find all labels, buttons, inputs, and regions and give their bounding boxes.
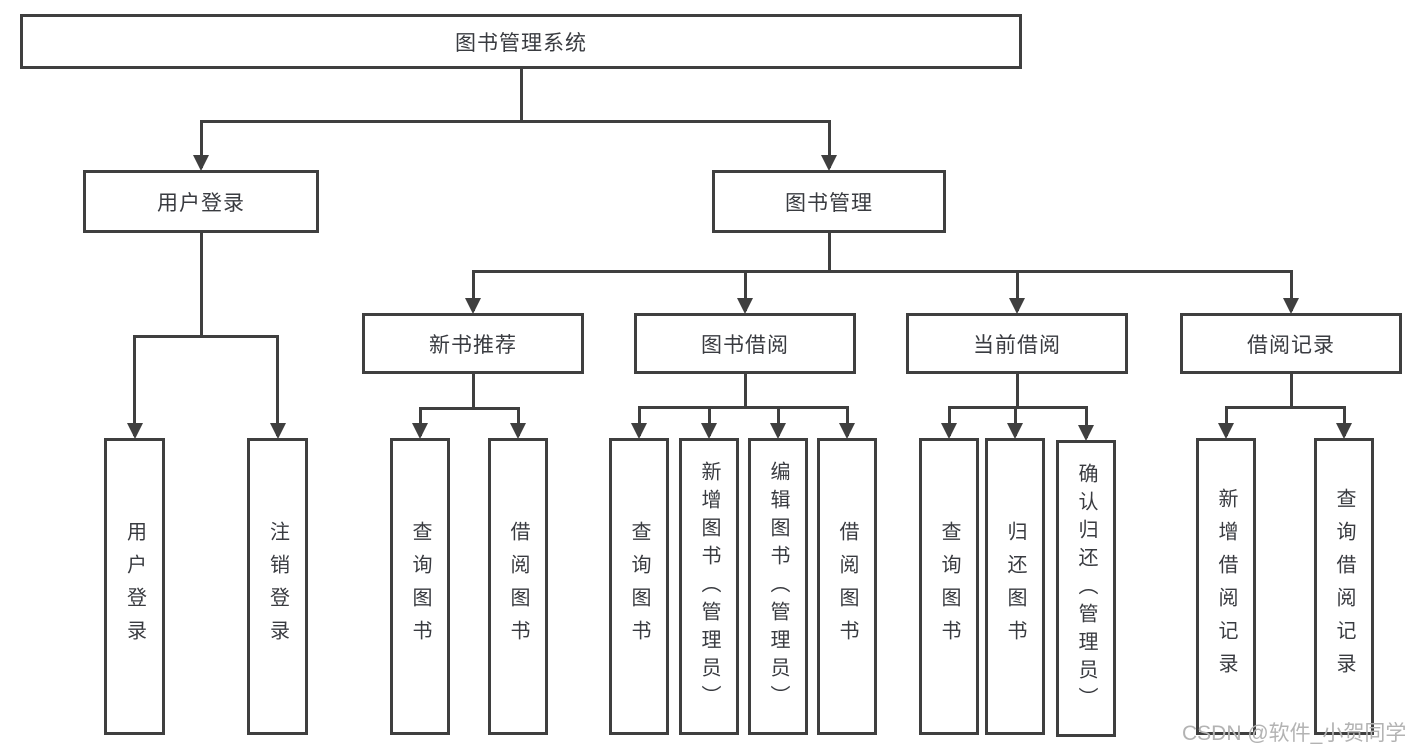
arrowhead-down-icon xyxy=(1218,423,1234,439)
node-leaf-query-book-1: 查询图书 xyxy=(390,438,450,735)
arrowhead-down-icon xyxy=(701,423,717,439)
node-label: 注销登录 xyxy=(266,520,289,653)
connector-line xyxy=(418,407,520,410)
arrowhead-down-icon xyxy=(1336,423,1352,439)
connector-line xyxy=(1013,406,1017,436)
node-leaf-add-record: 新增借阅记录 xyxy=(1196,438,1256,735)
connector-line xyxy=(776,406,780,436)
connector-line xyxy=(199,120,203,168)
node-label: 图书借阅 xyxy=(701,333,789,357)
arrowhead-down-icon xyxy=(465,298,481,314)
arrowhead-down-icon xyxy=(821,155,837,171)
connector-line xyxy=(199,232,203,338)
node-label: 查询图书 xyxy=(409,520,431,653)
node-label: 查询图书 xyxy=(628,520,650,653)
connector-line xyxy=(1084,406,1088,438)
node-leaf-query-book-2: 查询图书 xyxy=(609,438,669,735)
arrowhead-down-icon xyxy=(631,423,647,439)
node-user-login: 用户登录 xyxy=(83,170,319,233)
node-label: 查询借阅记录 xyxy=(1333,487,1355,686)
node-leaf-query-record: 查询借阅记录 xyxy=(1314,438,1374,735)
node-leaf-user-login: 用户登录 xyxy=(104,438,165,735)
arrowhead-down-icon xyxy=(193,155,209,171)
connector-line xyxy=(637,406,849,409)
connector-line xyxy=(827,120,831,168)
connector-line xyxy=(471,270,1293,273)
node-label: 确认归还（管理员） xyxy=(1075,462,1097,715)
connector-line xyxy=(1224,406,1228,436)
node-book-mgmt: 图书管理 xyxy=(712,170,946,233)
arrowhead-down-icon xyxy=(737,298,753,314)
node-leaf-edit-book: 编辑图书（管理员） xyxy=(748,438,808,735)
node-label: 当前借阅 xyxy=(973,333,1061,357)
connector-line xyxy=(947,406,951,436)
node-label: 用户登录 xyxy=(123,520,146,653)
node-current-borrow: 当前借阅 xyxy=(906,313,1128,374)
connector-line xyxy=(1015,270,1019,311)
node-label: 图书管理 xyxy=(785,191,873,215)
node-label: 图书管理系统 xyxy=(455,31,587,55)
connector-line xyxy=(1289,373,1293,409)
connector-line xyxy=(276,335,279,436)
node-book-borrow: 图书借阅 xyxy=(634,313,856,374)
connector-line xyxy=(637,406,641,436)
node-label: 用户登录 xyxy=(157,191,245,215)
node-label: 借阅图书 xyxy=(836,520,858,653)
node-label: 编辑图书（管理员） xyxy=(767,460,789,713)
node-label: 归还图书 xyxy=(1004,520,1026,653)
connector-line xyxy=(471,270,475,311)
arrowhead-down-icon xyxy=(1078,425,1094,441)
connector-line xyxy=(133,335,279,338)
connector-line xyxy=(471,373,475,410)
node-borrow-records: 借阅记录 xyxy=(1180,313,1402,374)
node-label: 查询图书 xyxy=(938,520,960,653)
node-new-book-rec: 新书推荐 xyxy=(362,313,584,374)
connector-line xyxy=(845,406,849,436)
connector-line xyxy=(1289,270,1293,311)
node-leaf-borrow-book-2: 借阅图书 xyxy=(817,438,877,735)
connector-line xyxy=(1342,406,1346,436)
arrowhead-down-icon xyxy=(1007,423,1023,439)
arrowhead-down-icon xyxy=(126,423,143,439)
node-leaf-query-book-3: 查询图书 xyxy=(919,438,979,735)
connector-line xyxy=(947,406,1088,409)
arrowhead-down-icon xyxy=(412,423,428,439)
watermark: CSDN @软件_小贺同学 xyxy=(1182,722,1405,745)
connector-line xyxy=(519,68,523,123)
connector-line xyxy=(516,407,520,436)
connector-line xyxy=(418,407,422,436)
arrowhead-down-icon xyxy=(1009,298,1025,314)
node-label: 借阅图书 xyxy=(507,520,529,653)
arrowhead-down-icon xyxy=(770,423,786,439)
node-root: 图书管理系统 xyxy=(20,14,1022,69)
node-leaf-confirm-return: 确认归还（管理员） xyxy=(1056,440,1116,737)
node-label: 新增借阅记录 xyxy=(1215,487,1237,686)
node-leaf-logout: 注销登录 xyxy=(247,438,308,735)
connector-line xyxy=(1224,406,1346,409)
connector-line xyxy=(827,232,831,273)
connector-line xyxy=(199,120,831,123)
node-label: 新书推荐 xyxy=(429,333,517,357)
connector-line xyxy=(707,406,711,436)
node-leaf-add-book: 新增图书（管理员） xyxy=(679,438,739,735)
arrowhead-down-icon xyxy=(839,423,855,439)
connector-line xyxy=(1015,373,1019,409)
node-leaf-borrow-book-1: 借阅图书 xyxy=(488,438,548,735)
connector-line xyxy=(743,373,747,409)
arrowhead-down-icon xyxy=(510,423,526,439)
arrowhead-down-icon xyxy=(1283,298,1299,314)
node-leaf-return-book: 归还图书 xyxy=(985,438,1045,735)
arrowhead-down-icon xyxy=(269,423,286,439)
node-label: 新增图书（管理员） xyxy=(698,460,720,713)
connector-line xyxy=(743,270,747,311)
node-label: 借阅记录 xyxy=(1247,333,1335,357)
arrowhead-down-icon xyxy=(941,423,957,439)
connector-line xyxy=(133,335,136,436)
